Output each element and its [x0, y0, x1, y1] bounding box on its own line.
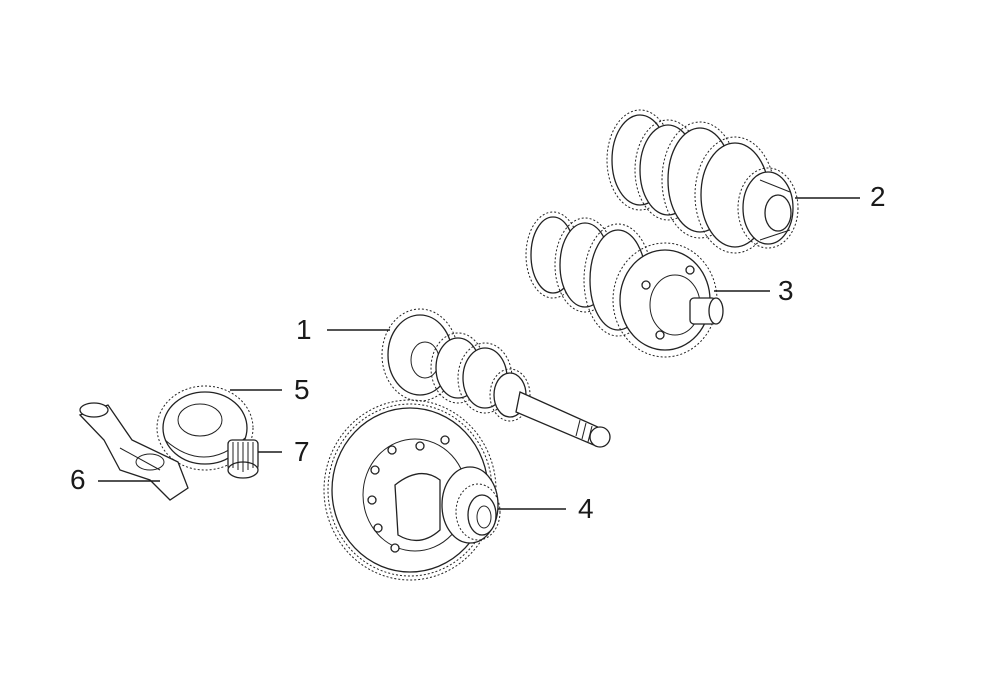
callout-7: 7: [294, 436, 310, 467]
upper-output-shaft: [606, 109, 799, 254]
lower-output-shaft: [525, 211, 724, 358]
differential-assembly: [323, 399, 501, 581]
angle-drive-shaft: [78, 402, 189, 501]
callout-3: 3: [778, 275, 794, 306]
pinion: [227, 439, 259, 479]
callout-4: 4: [578, 493, 594, 524]
callout-5: 5: [294, 374, 310, 405]
callout-2: 2: [870, 181, 886, 212]
callout-6: 6: [70, 464, 86, 495]
callout-1: 1: [296, 314, 312, 345]
bevel-gear: [156, 385, 254, 471]
input-shaft-gear-cluster: [381, 308, 611, 448]
